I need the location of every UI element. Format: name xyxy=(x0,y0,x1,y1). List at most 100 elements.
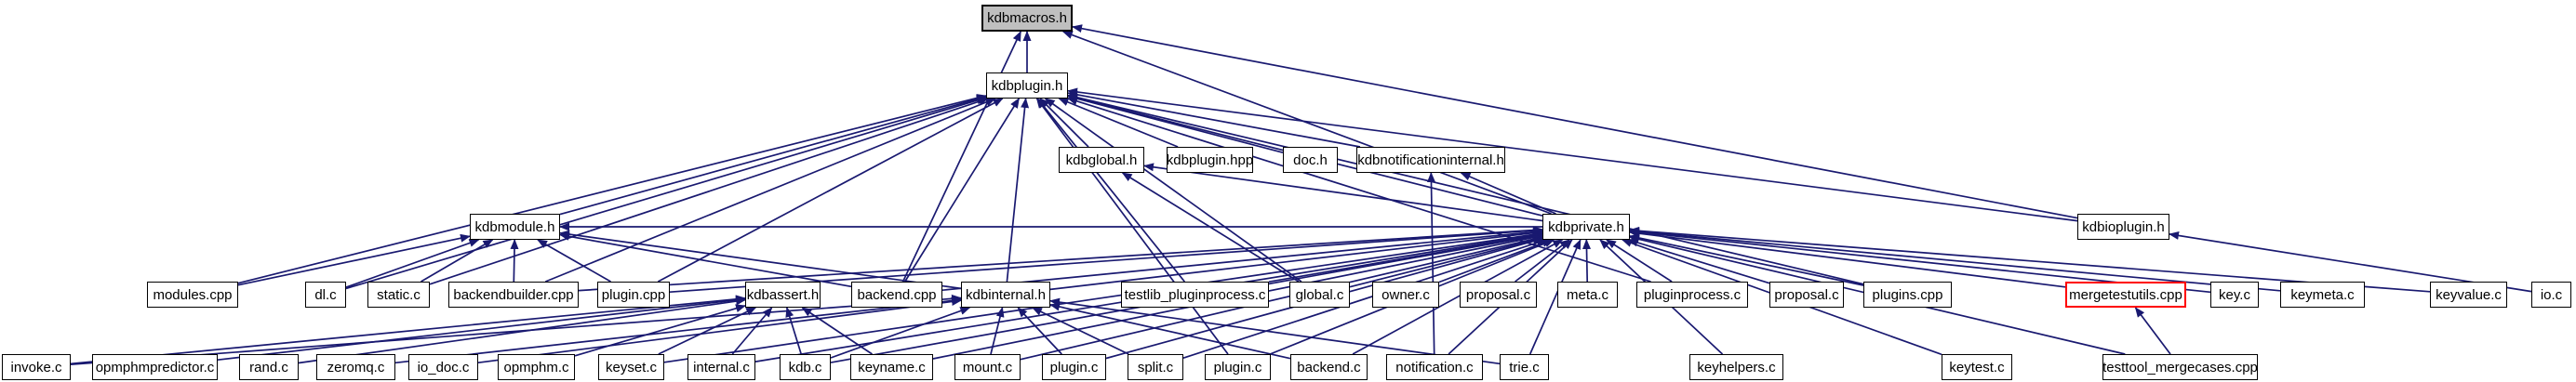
include-edge-global_c--kdbplugin_h xyxy=(1044,98,1302,283)
include-edge-pluginprocess_c--kdbprivate_h xyxy=(1606,239,1673,283)
graph-node-io_doc_c[interactable]: io_doc.c xyxy=(408,354,478,380)
graph-node-zeromq_c[interactable]: zeromq.c xyxy=(316,354,395,380)
include-edge-mergetestutils_cpp--kdbprivate_h xyxy=(1629,229,2066,288)
include-edge-kdbioplugin_h--kdbmacros_h xyxy=(1072,24,2078,219)
include-edge-invoke_c--kdbinternal_h xyxy=(70,294,962,366)
include-edge-dl_c--kdbplugin_h xyxy=(345,96,987,290)
graph-node-keyname_c[interactable]: keyname.c xyxy=(850,354,933,380)
include-edge-backend_cpp--kdbmacros_h xyxy=(901,31,1021,283)
graph-node-plugins_cpp[interactable]: plugins.cpp xyxy=(1863,282,1952,308)
graph-node-internal_c[interactable]: internal.c xyxy=(687,354,755,380)
graph-node-doc_h[interactable]: doc.h xyxy=(1283,147,1338,173)
graph-node-kdbmacros_h[interactable]: kdbmacros.h xyxy=(981,5,1073,32)
include-edge-split_c--kdbprivate_h xyxy=(1182,238,1548,360)
include-edge-kdb_c--kdbinternal_h xyxy=(830,307,971,359)
graph-node-modules_cpp[interactable]: modules.cpp xyxy=(147,282,238,308)
graph-node-kdbassert_h[interactable]: kdbassert.h xyxy=(745,282,821,308)
include-edge-modules_cpp--kdbplugin_h xyxy=(237,94,987,284)
include-edge-io_doc_c--kdbinternal_h xyxy=(477,297,962,364)
graph-node-owner_c[interactable]: owner.c xyxy=(1372,282,1439,308)
graph-node-kdbplugin_hpp[interactable]: kdbplugin.hpp xyxy=(1167,147,1253,173)
include-edge-plugin_cpp--kdbplugin_h xyxy=(657,98,1004,283)
graph-node-kdbnotificationinternal_h[interactable]: kdbnotificationinternal.h xyxy=(1356,147,1505,173)
graph-node-backend_c[interactable]: backend.c xyxy=(1290,354,1368,380)
graph-node-keytest_c[interactable]: keytest.c xyxy=(1942,354,2012,380)
graph-node-kdbioplugin_h[interactable]: kdbioplugin.h xyxy=(2077,214,2169,240)
include-edge-split_c--kdbinternal_h xyxy=(1032,307,1129,355)
graph-node-invoke_c[interactable]: invoke.c xyxy=(2,354,71,380)
include-edge-static_c--kdbplugin_h xyxy=(429,97,989,285)
include-edge-keyset_c--kdbassert_h xyxy=(658,307,757,355)
include-edge-plugins_cpp--kdbplugin_h xyxy=(1067,93,1864,285)
graph-node-dl_c[interactable]: dl.c xyxy=(305,282,346,308)
graph-node-keyhelpers_c[interactable]: keyhelpers.c xyxy=(1689,354,1783,380)
graph-node-meta_c[interactable]: meta.c xyxy=(1557,282,1618,308)
graph-node-backendbuilder_cpp[interactable]: backendbuilder.cpp xyxy=(448,282,579,308)
graph-node-trie_c[interactable]: trie.c xyxy=(1500,354,1549,380)
graph-node-plugin_cpp[interactable]: plugin.cpp xyxy=(597,282,670,308)
graph-node-kdbinternal_h[interactable]: kdbinternal.h xyxy=(961,282,1050,308)
include-edge-plugin_c1--kdbinternal_h xyxy=(1017,307,1062,355)
include-edge-kdbnotificationinternal_h--kdbplugin_h xyxy=(1067,90,1361,148)
graph-node-keyset_c[interactable]: keyset.c xyxy=(598,354,664,380)
graph-node-opmphmpredictor_c[interactable]: opmphmpredictor.c xyxy=(92,354,218,380)
graph-node-pluginprocess_c[interactable]: pluginprocess.c xyxy=(1636,282,1748,308)
graph-node-kdbglobal_h[interactable]: kdbglobal.h xyxy=(1059,147,1144,173)
include-edge-kdbinternal_h--kdbmodule_h xyxy=(559,230,962,290)
graph-node-mergetestutils_cpp[interactable]: mergetestutils.cpp xyxy=(2065,282,2186,308)
include-edge-backend_cpp--kdbmodule_h xyxy=(559,231,852,288)
include-edge-kdbprivate_h--kdbnotificationinternal_h xyxy=(1460,172,1556,215)
graph-node-notification_c[interactable]: notification.c xyxy=(1386,354,1483,380)
graph-node-proposal_c2[interactable]: proposal.c xyxy=(1769,282,1844,308)
graph-node-testtool_mergecases_cpp[interactable]: testtool_mergecases.cpp xyxy=(2102,354,2258,380)
graph-node-plugin_c1[interactable]: plugin.c xyxy=(1042,354,1106,380)
graph-node-kdbmodule_h[interactable]: kdbmodule.h xyxy=(470,214,560,240)
include-edge-testtool_mergecases_cpp--mergetestutils_cpp xyxy=(2134,307,2171,355)
graph-node-split_c[interactable]: split.c xyxy=(1128,354,1183,380)
include-edge-mount_c--kdbinternal_h xyxy=(990,307,1005,355)
include-edge-meta_c--kdbprivate_h xyxy=(1582,239,1591,283)
include-edge-kdbmodule_h--kdbplugin_h xyxy=(559,95,987,216)
include-edge-invoke_c--kdbassert_h xyxy=(70,295,746,365)
graph-node-kdbplugin_h[interactable]: kdbplugin.h xyxy=(986,72,1068,99)
include-edge-kdbprivate_h--kdbglobal_h xyxy=(1143,163,1543,222)
include-edge-kdbioplugin_h--kdbplugin_h xyxy=(1067,87,2078,222)
graph-node-proposal_c1[interactable]: proposal.c xyxy=(1460,282,1537,308)
graph-node-key_c[interactable]: key.c xyxy=(2210,282,2259,308)
include-edge-kdbplugin_hpp--kdbplugin_h xyxy=(1058,98,1179,148)
include-edge-dl_c--kdbmodule_h xyxy=(345,239,480,288)
include-edge-plugin_cpp--kdbmodule_h xyxy=(537,239,611,283)
graph-node-static_c[interactable]: static.c xyxy=(367,282,430,308)
graph-node-backend_cpp[interactable]: backend.cpp xyxy=(851,282,942,308)
graph-node-mount_c[interactable]: mount.c xyxy=(954,354,1021,380)
include-edge-backend_cpp--kdbprivate_h xyxy=(941,228,1543,292)
include-edge-zeromq_c--kdbinternal_h xyxy=(394,296,962,364)
graph-node-plugin_c2[interactable]: plugin.c xyxy=(1205,354,1271,380)
graph-node-io_c[interactable]: io.c xyxy=(2531,282,2571,308)
include-edge-backend_c--kdbinternal_h xyxy=(1049,302,1291,360)
include-edge-kdb_c--kdbassert_h xyxy=(785,307,803,355)
include-edge-backend_cpp--kdbplugin_h xyxy=(903,98,1021,283)
graph-node-kdbprivate_h[interactable]: kdbprivate.h xyxy=(1542,214,1630,240)
graph-node-global_c[interactable]: global.c xyxy=(1289,282,1350,308)
graph-node-rand_c[interactable]: rand.c xyxy=(239,354,299,380)
include-edge-backend_c--kdbprivate_h xyxy=(1352,239,1564,355)
include-edge-internal_c--kdbassert_h xyxy=(731,307,773,355)
include-edge-global_c--kdbprivate_h xyxy=(1349,236,1543,288)
graph-node-keyvalue_c[interactable]: keyvalue.c xyxy=(2430,282,2507,308)
include-edge-kdbinternal_h--kdbplugin_h xyxy=(1006,98,1030,283)
include-edge-mount_c--kdbprivate_h xyxy=(1020,234,1543,361)
include-edge-proposal_c2--kdbprivate_h xyxy=(1627,238,1770,284)
include-edge-testlib_pluginprocess_c--kdbplugin_h xyxy=(1036,98,1185,283)
include-edge-keymeta_c--kdbprivate_h xyxy=(1629,227,2281,292)
graph-node-keymeta_c[interactable]: keymeta.c xyxy=(2280,282,2365,308)
graph-node-testlib_pluginprocess_c[interactable]: testlib_pluginprocess.c xyxy=(1121,282,1269,308)
include-edge-keyset_c--kdbprivate_h xyxy=(663,230,1543,363)
include-edge-plugins_cpp--kdbprivate_h xyxy=(1629,233,1864,286)
graph-node-kdb_c[interactable]: kdb.c xyxy=(780,354,831,380)
include-edge-backendbuilder_cpp--kdbprivate_h xyxy=(578,226,1543,292)
include-edge-kdbinternal_h--kdbprivate_h xyxy=(1049,229,1543,291)
include-edge-keyvalue_c--kdbprivate_h xyxy=(1629,226,2431,293)
graph-node-opmphm_c[interactable]: opmphm.c xyxy=(498,354,575,380)
